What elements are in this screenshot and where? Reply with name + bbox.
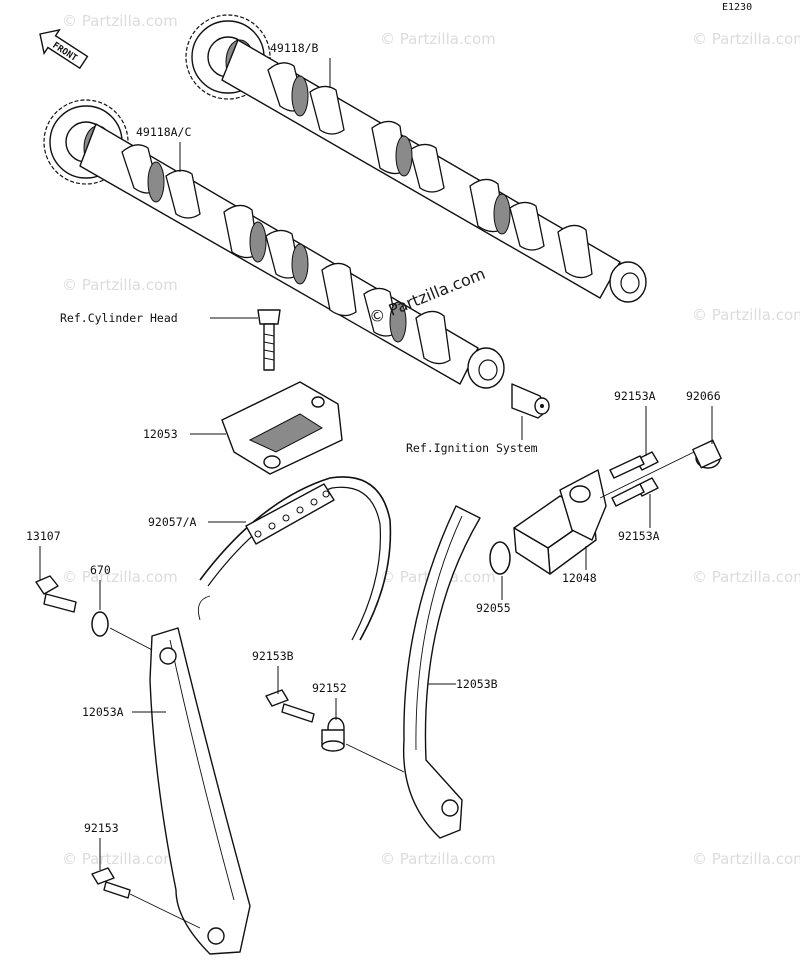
chain-guide-12053a: [149, 627, 251, 955]
plug-92066: [599, 439, 722, 499]
diagram-code: E1230: [722, 2, 752, 13]
label-oring-92055: 92055: [476, 601, 511, 615]
bolt-92153: [91, 867, 201, 929]
chain-guide-upper: [221, 381, 343, 475]
watermark: © Partzilla.com: [62, 12, 178, 30]
watermark: © Partzilla.com: [380, 850, 496, 868]
label-tensioner-12048: 12048: [562, 571, 597, 585]
tensioner-assembly: [513, 469, 607, 575]
camshaft-intake: [43, 99, 505, 389]
label-camshaft-exhaust: 49118/B: [270, 41, 319, 55]
rotor-piece: [511, 383, 550, 419]
label-camshaft-intake: 49118A/C: [136, 125, 191, 139]
oring-670: [91, 611, 109, 637]
label-bolt-92153a-top: 92153A: [614, 389, 656, 403]
bolt-92153b: [265, 689, 315, 723]
bolt-cylinder-head: [257, 309, 281, 371]
bolt-13107: [35, 575, 77, 613]
label-bolt-92153: 92153: [84, 821, 119, 835]
watermark: © Partzilla.com: [692, 306, 800, 324]
label-bolt-92153b: 92153B: [252, 649, 294, 663]
label-ref-cylinder-head: Ref.Cylinder Head: [60, 311, 178, 325]
watermark: © Partzilla.com: [62, 276, 178, 294]
front-arrow-icon: FRONT: [39, 28, 89, 70]
label-bolt-92153a-bottom: 92153A: [618, 529, 660, 543]
label-oring-670: 670: [90, 563, 111, 577]
label-guide-upper: 12053: [143, 427, 178, 441]
watermark: © Partzilla.com: [380, 30, 496, 48]
camshaft-exhaust: [185, 14, 647, 303]
label-chain: 92057/A: [148, 515, 197, 529]
watermark: © Partzilla.com: [692, 850, 800, 868]
watermark: © Partzilla.com: [62, 850, 178, 868]
label-guide-12053b: 12053B: [456, 677, 498, 691]
bolt-92153a-top: [609, 451, 659, 479]
label-bolt-13107: 13107: [26, 529, 61, 543]
cam-chain: [197, 476, 392, 641]
collar-92152: [321, 717, 405, 773]
chain-guide-12053b: [402, 505, 481, 839]
label-ref-ignition: Ref.Ignition System: [406, 441, 538, 455]
oring-92055: [489, 541, 511, 575]
watermark: © Partzilla.com: [692, 568, 800, 586]
callout-labels: 49118/B 49118A/C Ref.Cylinder Head Ref.I…: [26, 41, 721, 870]
watermark: © Partzilla.com: [692, 30, 800, 48]
label-guide-12053a: 12053A: [82, 705, 124, 719]
bolt-92153a-bottom: [611, 477, 659, 507]
label-plug-92066: 92066: [686, 389, 721, 403]
label-collar-92152: 92152: [312, 681, 347, 695]
watermark: © Partzilla.com: [62, 568, 178, 586]
